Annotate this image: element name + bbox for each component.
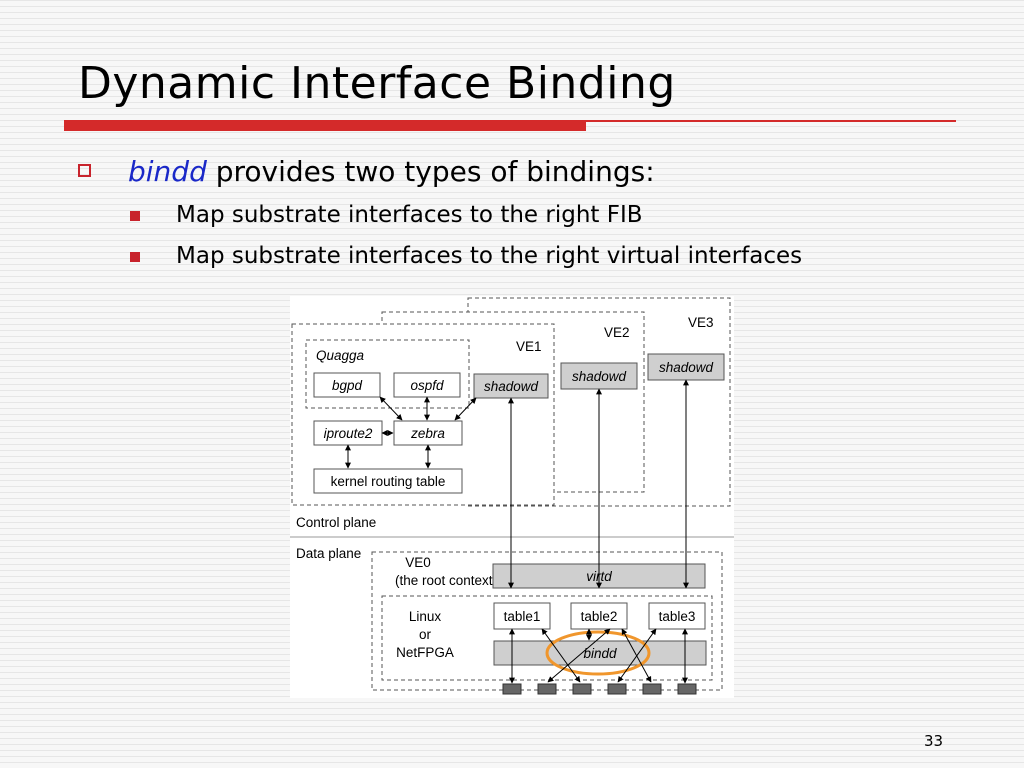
table3-box	[648, 602, 706, 630]
zebra-box	[393, 420, 463, 446]
quagga-label: Quagga	[316, 348, 365, 363]
table2-label: table2	[581, 609, 618, 624]
slide-title: Dynamic Interface Binding	[78, 58, 676, 109]
architecture-diagram: VE3 shadowd VE2 shadowd VE1 Quagga bgpd …	[290, 296, 734, 698]
ve0-label: VE0	[405, 555, 431, 570]
substrate-port-5	[642, 683, 662, 695]
control-plane-label: Control plane	[296, 515, 376, 530]
bindd-emphasis: bindd	[128, 155, 207, 188]
sub-bullet-2-text: Map substrate interfaces to the right vi…	[176, 243, 803, 269]
substrate-port-6	[677, 683, 697, 695]
table3-label: table3	[659, 609, 696, 624]
netfpga-label: NetFPGA	[396, 645, 454, 660]
filled-square-bullet-icon	[130, 252, 140, 262]
bindd-arrows	[509, 628, 688, 684]
substrate-ports	[502, 683, 697, 695]
ve3-label: VE3	[688, 315, 714, 330]
bgpd-label: bgpd	[332, 378, 363, 393]
bullet-main-text: bindd provides two types of bindings:	[128, 155, 655, 188]
title-underline-thin	[586, 120, 956, 122]
zebra-label: zebra	[410, 426, 445, 441]
page-number: 33	[924, 732, 944, 750]
bindd-label: bindd	[583, 646, 617, 661]
control-arrows	[345, 396, 477, 469]
ospfd-label: ospfd	[410, 378, 444, 393]
quagga-frame	[305, 339, 470, 409]
kernel-table-label: kernel routing table	[331, 474, 446, 489]
ve1-shadowd-label: shadowd	[484, 379, 539, 394]
hollow-square-bullet-icon	[78, 164, 91, 177]
ve3-shadowd-label: shadowd	[659, 360, 714, 375]
data-plane-label: Data plane	[296, 546, 361, 561]
sub-bullet-1-text: Map substrate interfaces to the right FI…	[176, 202, 643, 228]
ve1-shadowd-box	[473, 373, 549, 399]
iproute2-label: iproute2	[324, 426, 373, 441]
or-label: or	[419, 627, 432, 642]
bullet-main-rest: provides two types of bindings:	[206, 155, 655, 188]
ve2-label: VE2	[604, 325, 630, 340]
substrate-port-1	[502, 683, 522, 695]
linux-label: Linux	[409, 609, 442, 624]
title-underline-thick	[64, 120, 586, 131]
linux-frame	[381, 595, 713, 681]
bgpd-box	[313, 372, 381, 398]
substrate-port-3	[572, 683, 592, 695]
shadowd-arrows	[508, 379, 689, 589]
ve1-label: VE1	[516, 339, 542, 354]
ve2-shadowd-label: shadowd	[572, 369, 627, 384]
ve2-shadowd-box	[560, 362, 638, 390]
substrate-port-2	[537, 683, 557, 695]
architecture-diagram-svg: VE3 shadowd VE2 shadowd VE1 Quagga bgpd …	[290, 297, 734, 695]
kernel-table-box	[313, 468, 463, 494]
iproute2-box	[313, 420, 383, 446]
ospfd-box	[393, 372, 461, 398]
substrate-port-4	[607, 683, 627, 695]
filled-square-bullet-icon	[130, 211, 140, 221]
table1-box	[493, 602, 551, 630]
root-context-label: (the root context)	[395, 573, 497, 588]
table1-label: table1	[504, 609, 541, 624]
ve0-frame	[371, 551, 723, 691]
